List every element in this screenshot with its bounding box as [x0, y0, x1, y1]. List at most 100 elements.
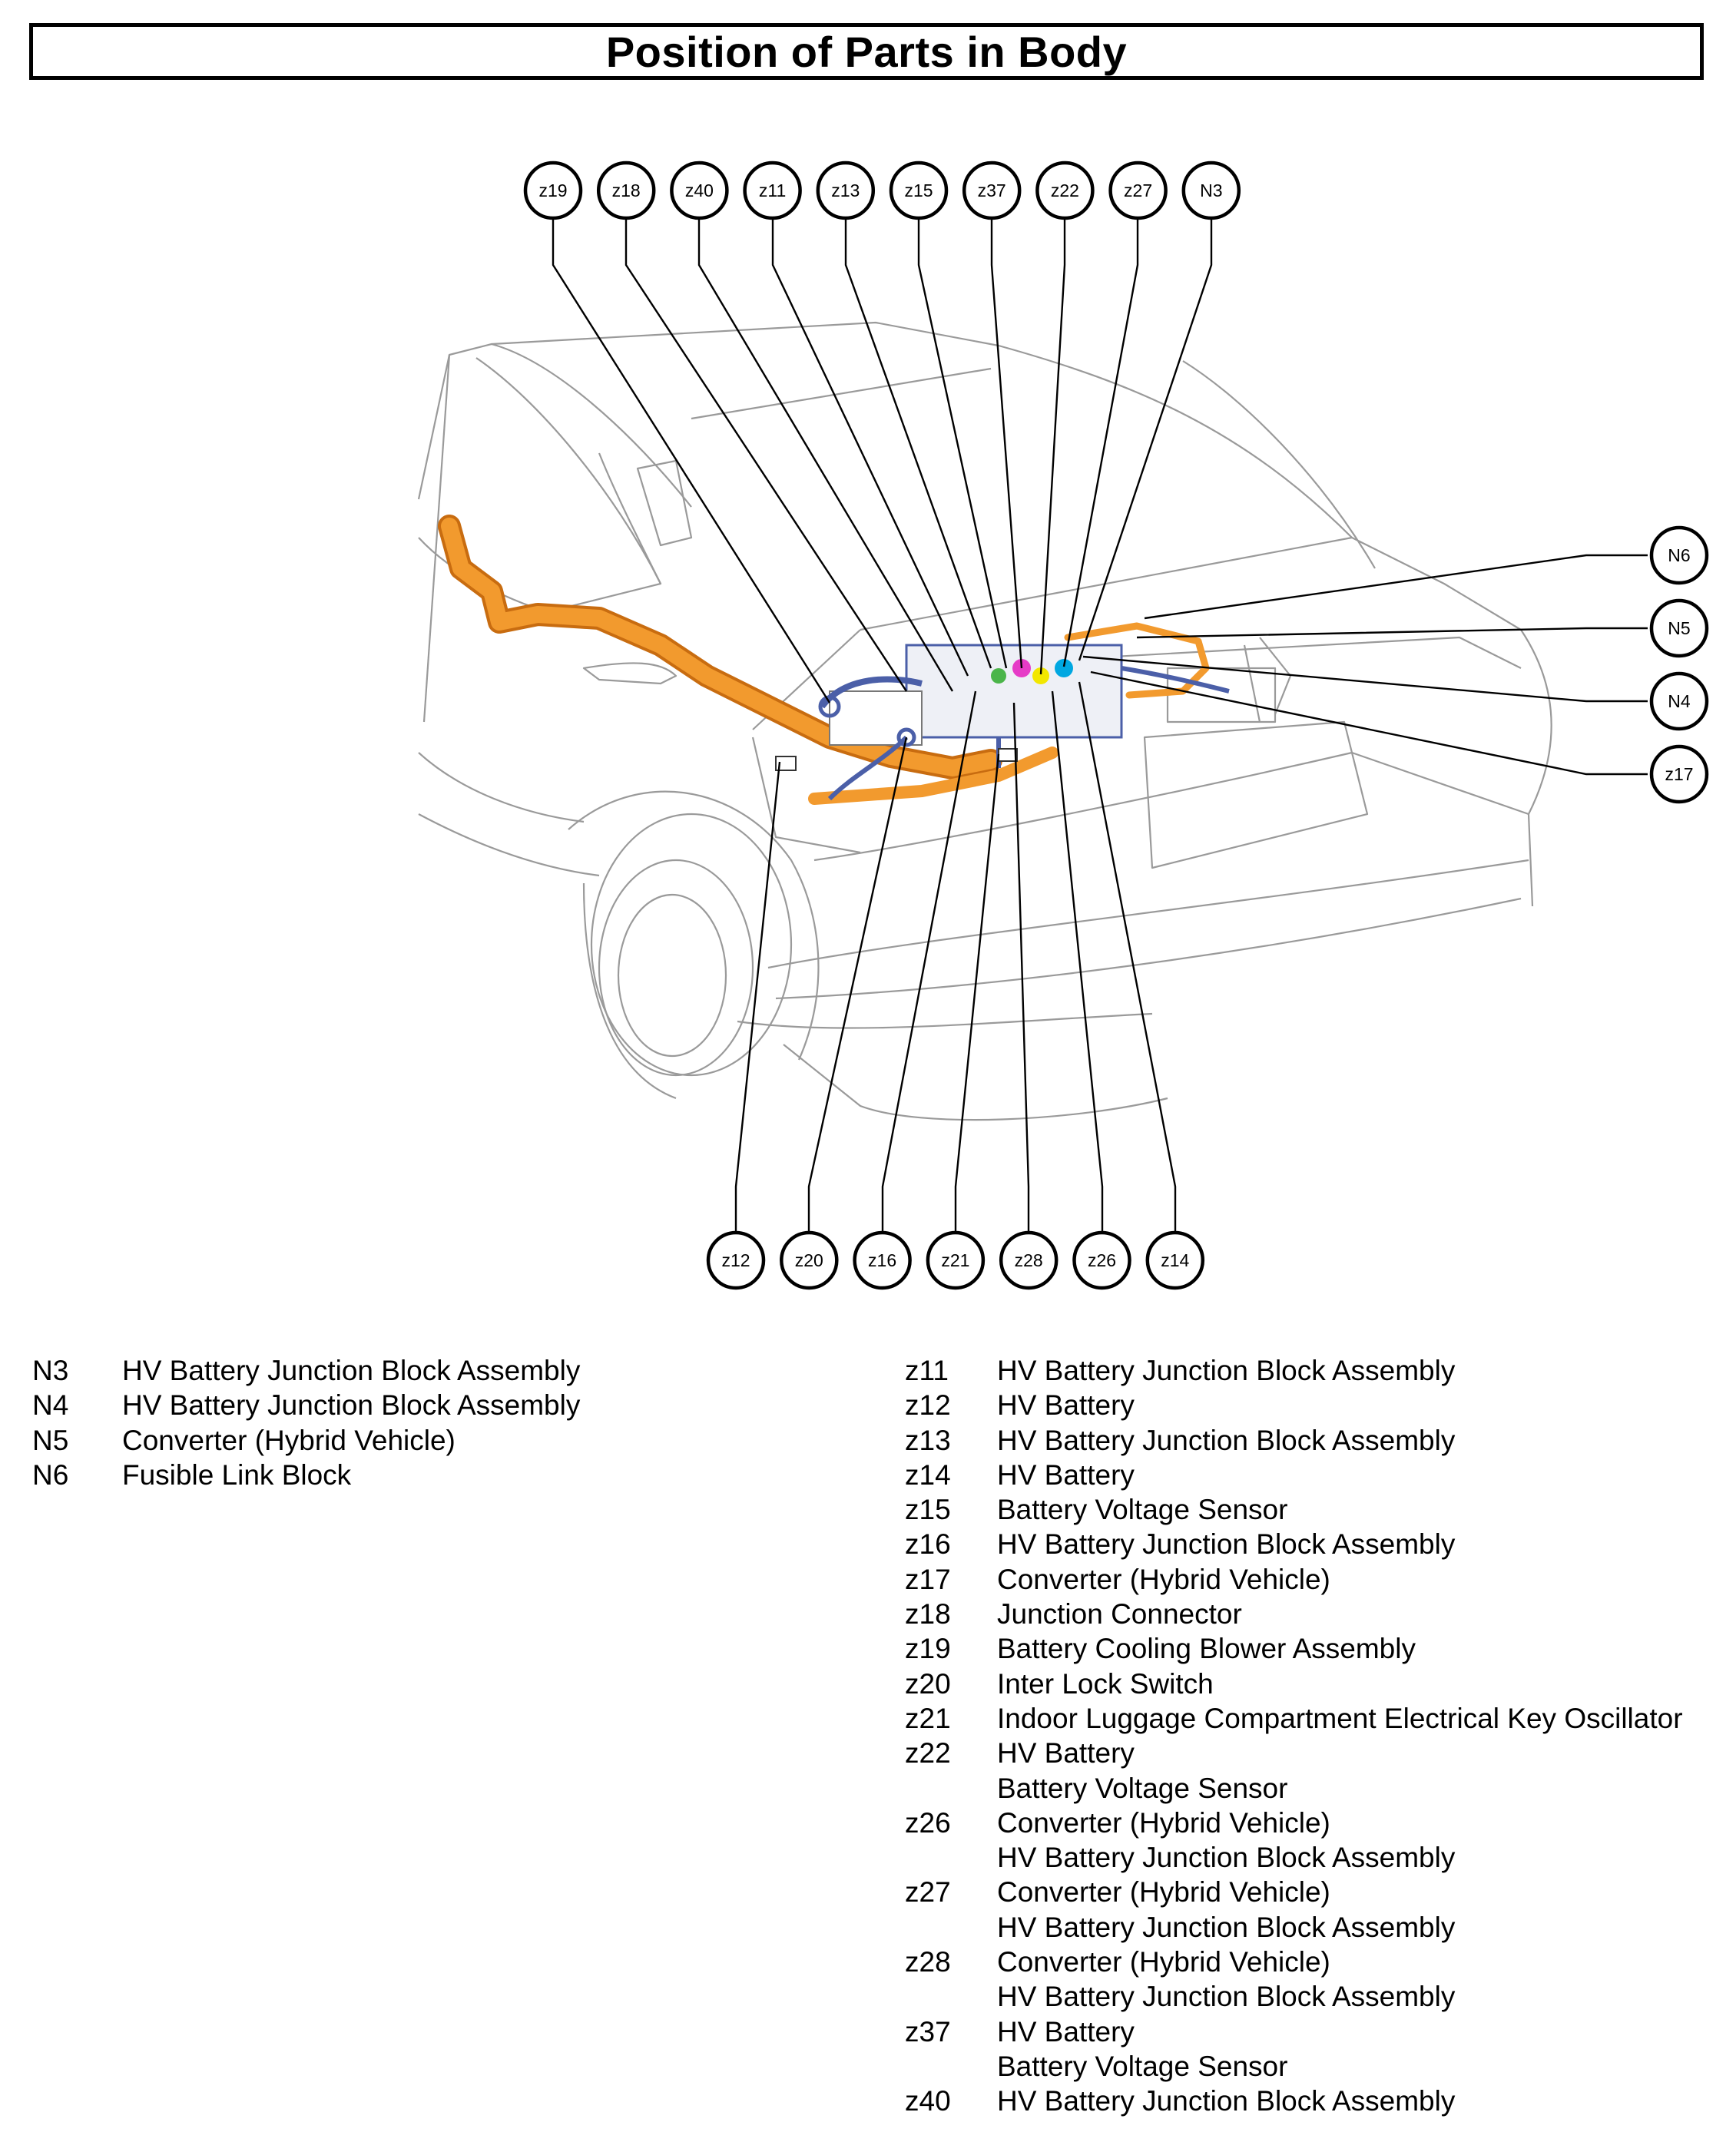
callout-label: N3	[1200, 180, 1222, 200]
callout-label: z26	[1088, 1250, 1116, 1270]
callout-label: N5	[1668, 618, 1690, 638]
callout-z21: z21	[926, 1230, 986, 1290]
legend-row: z27 Converter (Hybrid Vehicle)	[905, 1875, 1683, 1909]
callout-label: z18	[612, 180, 641, 200]
legend-row: HV Battery Junction Block Assembly	[905, 1840, 1683, 1875]
legend-code: z12	[905, 1389, 951, 1422]
callout-circle	[1649, 744, 1709, 804]
legend-code: z27	[905, 1876, 951, 1909]
callout-circle	[962, 161, 1022, 220]
legend-code: z15	[905, 1494, 951, 1526]
callout-z13: z13	[816, 161, 876, 220]
legend-code: z21	[905, 1702, 951, 1734]
callout-circle	[816, 161, 876, 220]
legend-row: HV Battery Junction Block Assembly	[905, 1910, 1683, 1945]
callout-label: z22	[1051, 180, 1079, 200]
legend-code: N4	[32, 1389, 69, 1422]
callout-label: z17	[1665, 764, 1693, 784]
legend-code: z11	[905, 1355, 949, 1386]
legend-row: Battery Voltage Sensor	[905, 1771, 1683, 1806]
callout-label: z21	[941, 1250, 969, 1270]
callout-circle	[523, 161, 583, 220]
legend-row: z20 Inter Lock Switch	[905, 1667, 1683, 1701]
legend-row: z40 HV Battery Junction Block Assembly	[905, 2084, 1683, 2118]
legend-part-name: Converter (Hybrid Vehicle)	[122, 1424, 456, 1456]
callout-z26: z26	[1072, 1230, 1131, 1290]
legend-row: z28 Converter (Hybrid Vehicle)	[905, 1945, 1683, 1979]
legend-part-name: Converter (Hybrid Vehicle)	[997, 1946, 1330, 1978]
legend-row: HV Battery Junction Block Assembly	[905, 1979, 1683, 2014]
callout-label: z14	[1161, 1250, 1189, 1270]
callout-z20: z20	[780, 1230, 839, 1290]
callout-label: z15	[904, 180, 933, 200]
callout-z37: z37	[962, 161, 1022, 220]
legend-part-name: Converter (Hybrid Vehicle)	[997, 1563, 1330, 1595]
callout-circle	[706, 1230, 766, 1290]
callout-label: z40	[685, 180, 714, 200]
callout-z19: z19	[523, 161, 583, 220]
legend-row: z12 HV Battery	[905, 1388, 1683, 1422]
legend-code: z40	[905, 2085, 951, 2117]
callout-N6: N6	[1649, 525, 1709, 585]
callout-z18: z18	[596, 161, 656, 220]
callout-z14: z14	[1145, 1230, 1205, 1290]
callout-label: z27	[1124, 180, 1152, 200]
legend-row: N5 Converter (Hybrid Vehicle)	[32, 1423, 580, 1458]
legend-part-name: HV Battery Junction Block Assembly	[997, 1355, 1456, 1386]
legend-part-name: HV Battery Junction Block Assembly	[122, 1355, 581, 1386]
callout-label: N6	[1668, 545, 1690, 565]
legend-code	[905, 1771, 997, 1806]
legend-code	[905, 1979, 997, 2014]
legend-row: Battery Voltage Sensor	[905, 2049, 1683, 2084]
callout-circle	[1108, 161, 1168, 220]
callout-circle	[743, 161, 802, 220]
legend-code: z28	[905, 1946, 951, 1978]
legend-part-name: Inter Lock Switch	[997, 1667, 1214, 1700]
callout-circle	[889, 161, 949, 220]
legend-part-name: Battery Cooling Blower Assembly	[997, 1633, 1416, 1665]
legend-code	[905, 1910, 997, 1945]
callout-z22: z22	[1035, 161, 1095, 220]
legend-code: N6	[32, 1458, 69, 1491]
callout-z27: z27	[1108, 161, 1168, 220]
legend-part-name: HV Battery Junction Block Assembly	[997, 1842, 1456, 1874]
callout-circle	[926, 1230, 986, 1290]
legend-part-name: HV Battery	[997, 1737, 1135, 1769]
legend-part-name: Converter (Hybrid Vehicle)	[997, 1876, 1330, 1909]
callout-label: z37	[978, 180, 1006, 200]
callout-label: N4	[1668, 691, 1691, 711]
callout-circle	[1145, 1230, 1205, 1290]
callout-z11: z11	[743, 161, 802, 220]
legend-part-name: HV Battery Junction Block Assembly	[997, 2085, 1456, 2117]
car-body-outline	[417, 321, 1552, 1121]
callout-circle	[1649, 671, 1709, 731]
legend-code: z13	[905, 1424, 951, 1456]
legend-part-name: HV Battery	[997, 1458, 1135, 1491]
callout-z28: z28	[999, 1230, 1058, 1290]
legend-part-name: HV Battery	[997, 1389, 1135, 1422]
callout-label: z11	[759, 180, 786, 200]
legend-part-name: HV Battery Junction Block Assembly	[997, 1528, 1456, 1561]
callout-N4: N4	[1649, 671, 1709, 731]
callout-z40: z40	[670, 161, 729, 220]
callout-circle	[780, 1230, 839, 1290]
legend-part-name: Battery Voltage Sensor	[997, 1772, 1288, 1804]
legend-code: z17	[905, 1563, 951, 1595]
legend-code: N5	[32, 1424, 69, 1456]
callout-label: z12	[721, 1250, 750, 1270]
callout-z12: z12	[706, 1230, 766, 1290]
callout-circle	[1181, 161, 1241, 220]
legend-code: z20	[905, 1667, 951, 1700]
legend-code: N3	[32, 1355, 69, 1386]
legend-part-name: Junction Connector	[997, 1598, 1242, 1630]
legend-part-name: HV Battery Junction Block Assembly	[997, 1981, 1456, 2013]
